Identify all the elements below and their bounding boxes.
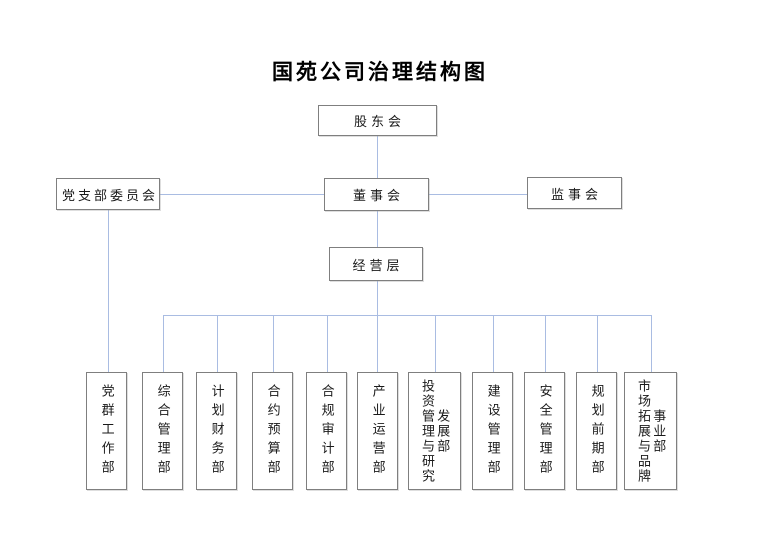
chart-title: 国苑公司治理结构图: [272, 60, 488, 84]
connector-line-board-supervisory: [429, 194, 527, 195]
dept-label: 建设管理部: [485, 383, 501, 479]
node-party-committee-label: 党支部委员会: [61, 187, 158, 203]
dept-label-column: 投资管理与研究: [420, 378, 435, 484]
connector-drop-line: [163, 315, 164, 372]
connector-line-management-bus: [377, 281, 378, 372]
dept-label: 产业运营部: [370, 383, 386, 479]
dept-preliminary-planning: 规划前期部: [576, 372, 617, 490]
connector-drop-line: [597, 315, 598, 372]
node-supervisory-label: 监事会: [550, 186, 602, 202]
dept-market-expansion-brand: 市场拓展与品牌 事业部: [624, 372, 677, 490]
connector-drop-line: [545, 315, 546, 372]
connector-drop-line: [273, 315, 274, 372]
connector-drop-line: [435, 315, 436, 372]
node-management: 经营层: [329, 247, 423, 281]
dept-contract-budget: 合约预算部: [252, 372, 293, 490]
dept-label: 规划前期部: [589, 383, 605, 479]
connector-bus-line: [163, 315, 652, 316]
dept-label: 党群工作部: [99, 383, 115, 479]
dept-label-column: 发展部: [435, 408, 451, 454]
dept-investment-research-development: 投资管理与研究 发展部: [408, 372, 461, 490]
dept-general-management: 综合管理部: [142, 372, 183, 490]
dept-label: 合规审计部: [319, 383, 335, 479]
connector-line-shareholders-board: [377, 136, 378, 178]
node-board: 董事会: [324, 178, 429, 211]
dept-label: 综合管理部: [155, 383, 171, 479]
dept-label: 安全管理部: [537, 383, 553, 479]
dept-safety-management: 安全管理部: [524, 372, 565, 490]
node-management-label: 经营层: [352, 257, 404, 273]
connector-line-board-management: [377, 211, 378, 247]
dept-label-column: 事业部: [651, 408, 667, 454]
connector-drop-line: [217, 315, 218, 372]
node-shareholders: 股东会: [318, 105, 437, 136]
node-supervisory: 监事会: [527, 177, 622, 209]
dept-construction-management: 建设管理部: [472, 372, 513, 490]
connector-drop-line: [493, 315, 494, 372]
dept-party-masses-work: 党群工作部: [86, 372, 127, 490]
connector-drop-line: [327, 315, 328, 372]
node-shareholders-label: 股东会: [353, 114, 405, 129]
node-party-committee: 党支部委员会: [56, 178, 160, 210]
dept-label: 合约预算部: [265, 383, 281, 479]
connector-line-party-board: [160, 194, 324, 195]
dept-label-column: 市场拓展与品牌: [636, 378, 651, 484]
connector-drop-line: [651, 315, 652, 372]
dept-label: 计划财务部: [209, 383, 225, 479]
dept-compliance-audit: 合规审计部: [306, 372, 347, 490]
connector-line-party-dept: [108, 210, 109, 372]
dept-industry-operations: 产业运营部: [357, 372, 398, 490]
node-board-label: 董事会: [352, 188, 404, 203]
dept-planning-finance: 计划财务部: [196, 372, 237, 490]
